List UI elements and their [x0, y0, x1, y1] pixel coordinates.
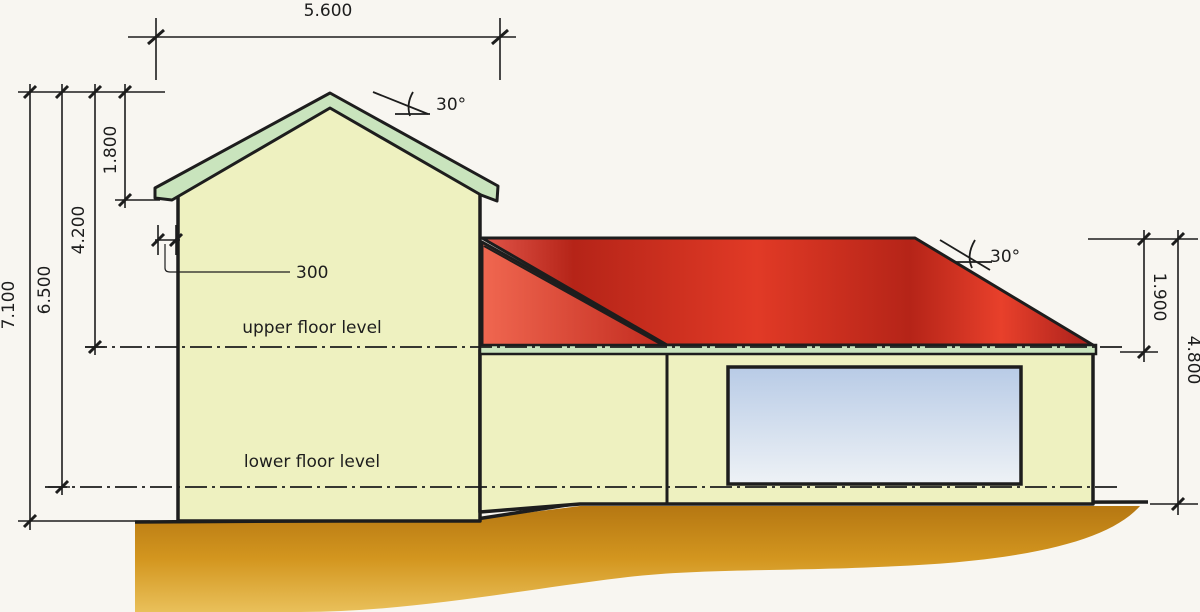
dimension-wall-height-text: 6.500: [35, 266, 55, 315]
main-roof-angle-symbol: [372, 91, 430, 117]
annex-window: [726, 365, 1023, 486]
upper-floor-label: upper floor level: [242, 318, 382, 338]
dimension-right-chains: [1088, 230, 1198, 515]
ground: [135, 506, 1140, 612]
annex-roof-angle-text: 30°: [990, 247, 1020, 267]
dimension-house-width: [128, 18, 516, 80]
dimension-house-width-text: 5.600: [304, 1, 353, 21]
main-roof-angle-text: 30°: [436, 95, 466, 115]
main-roof-trim: [153, 91, 500, 203]
dimension-upper-height-text: 4.200: [69, 206, 89, 255]
dimension-annex-roof-height-text: 1.900: [1149, 273, 1169, 322]
dimension-overhang: [150, 225, 290, 273]
dimension-annex-total-height-text: 4.800: [1183, 336, 1200, 385]
lower-floor-label: lower floor level: [244, 452, 380, 472]
annex-roof-angle-symbol: [939, 239, 992, 271]
dimension-left-chains: [18, 84, 165, 530]
annex-roof-hip: [483, 245, 665, 347]
annex-roof-fascia: [478, 343, 1098, 356]
dimension-total-height-text: 7.100: [0, 281, 19, 330]
dimension-overhang-text: 300: [296, 263, 328, 283]
dimension-roof-height-text: 1.800: [101, 126, 121, 175]
